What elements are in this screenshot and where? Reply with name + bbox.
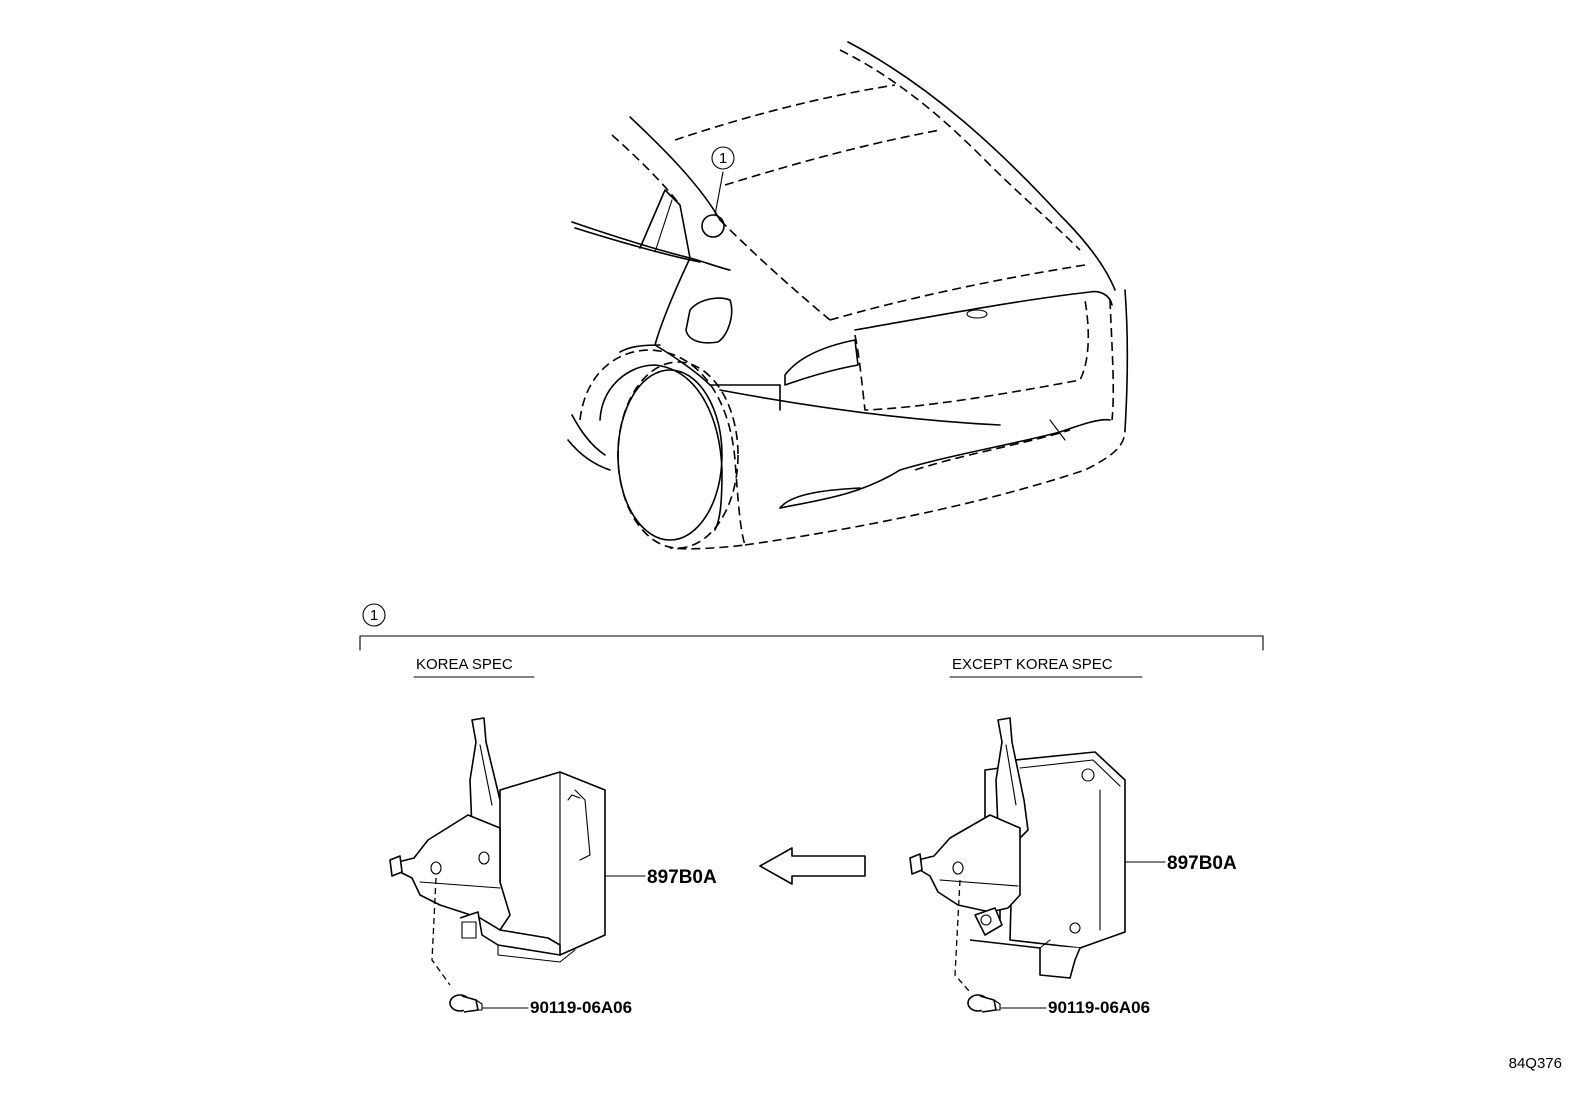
right-module-illustration [909,717,1126,1013]
illustration-code: 84Q376 [1509,1055,1562,1072]
arrow-left-icon [759,847,866,885]
section-bracket: 1 [359,603,1264,651]
left-module-part-number: 897B0A [647,867,717,888]
location-callout: 1 [701,146,735,238]
right-bolt-icon [967,994,1001,1013]
left-bolt-part-number: 90119-06A06 [530,998,632,1017]
section-number: 1 [370,607,378,624]
right-module-part-number: 897B0A [1167,853,1237,874]
car-rear-illustration: 1 [567,41,1129,550]
korea-spec-label: KOREA SPEC [416,656,513,673]
left-module-illustration [389,717,606,1013]
except-korea-spec-label: EXCEPT KOREA SPEC [952,656,1113,673]
right-bolt-part-number: 90119-06A06 [1048,998,1150,1017]
left-bolt-icon [449,994,483,1013]
callout-number: 1 [719,150,727,167]
